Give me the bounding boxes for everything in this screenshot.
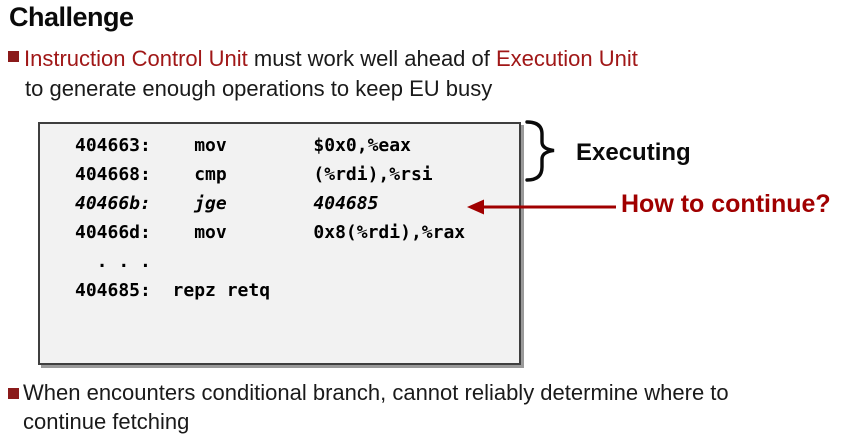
arrow-left-icon <box>458 196 616 218</box>
assembly-code-box: 404663: mov $0x0,%eax 404668: cmp (%rdi)… <box>38 122 521 365</box>
how-to-continue-label: How to continue? <box>621 190 831 218</box>
code-line-branch: 40466b: jge 404685 <box>75 193 379 214</box>
code-line-ellipsis: . . . <box>75 251 151 272</box>
bullet1-line2: to generate enough operations to keep EU… <box>25 76 493 101</box>
bullet1-black-segment: must work well ahead of <box>247 46 496 71</box>
bullet2-line1: When encounters conditional branch, cann… <box>23 380 729 405</box>
bullet1-line1: Instruction Control Unit must work well … <box>24 45 638 72</box>
code-line: 40466d: mov 0x8(%rdi),%rax <box>75 222 466 243</box>
code-line: 404663: mov $0x0,%eax <box>75 135 411 156</box>
bullet-square-icon <box>8 51 19 62</box>
brace-icon <box>521 119 561 183</box>
bullet-square-icon <box>8 388 19 399</box>
code-line: 404685: repz retq <box>75 280 271 301</box>
page-title: Challenge <box>9 2 134 32</box>
bullet1-red-segment-icu: Instruction Control Unit <box>24 46 248 71</box>
bullet1-red-segment-eu: Execution Unit <box>496 46 638 71</box>
bullet2-line2: continue fetching <box>23 409 190 434</box>
executing-label: Executing <box>576 139 691 166</box>
code-line: 404668: cmp (%rdi),%rsi <box>75 164 433 185</box>
